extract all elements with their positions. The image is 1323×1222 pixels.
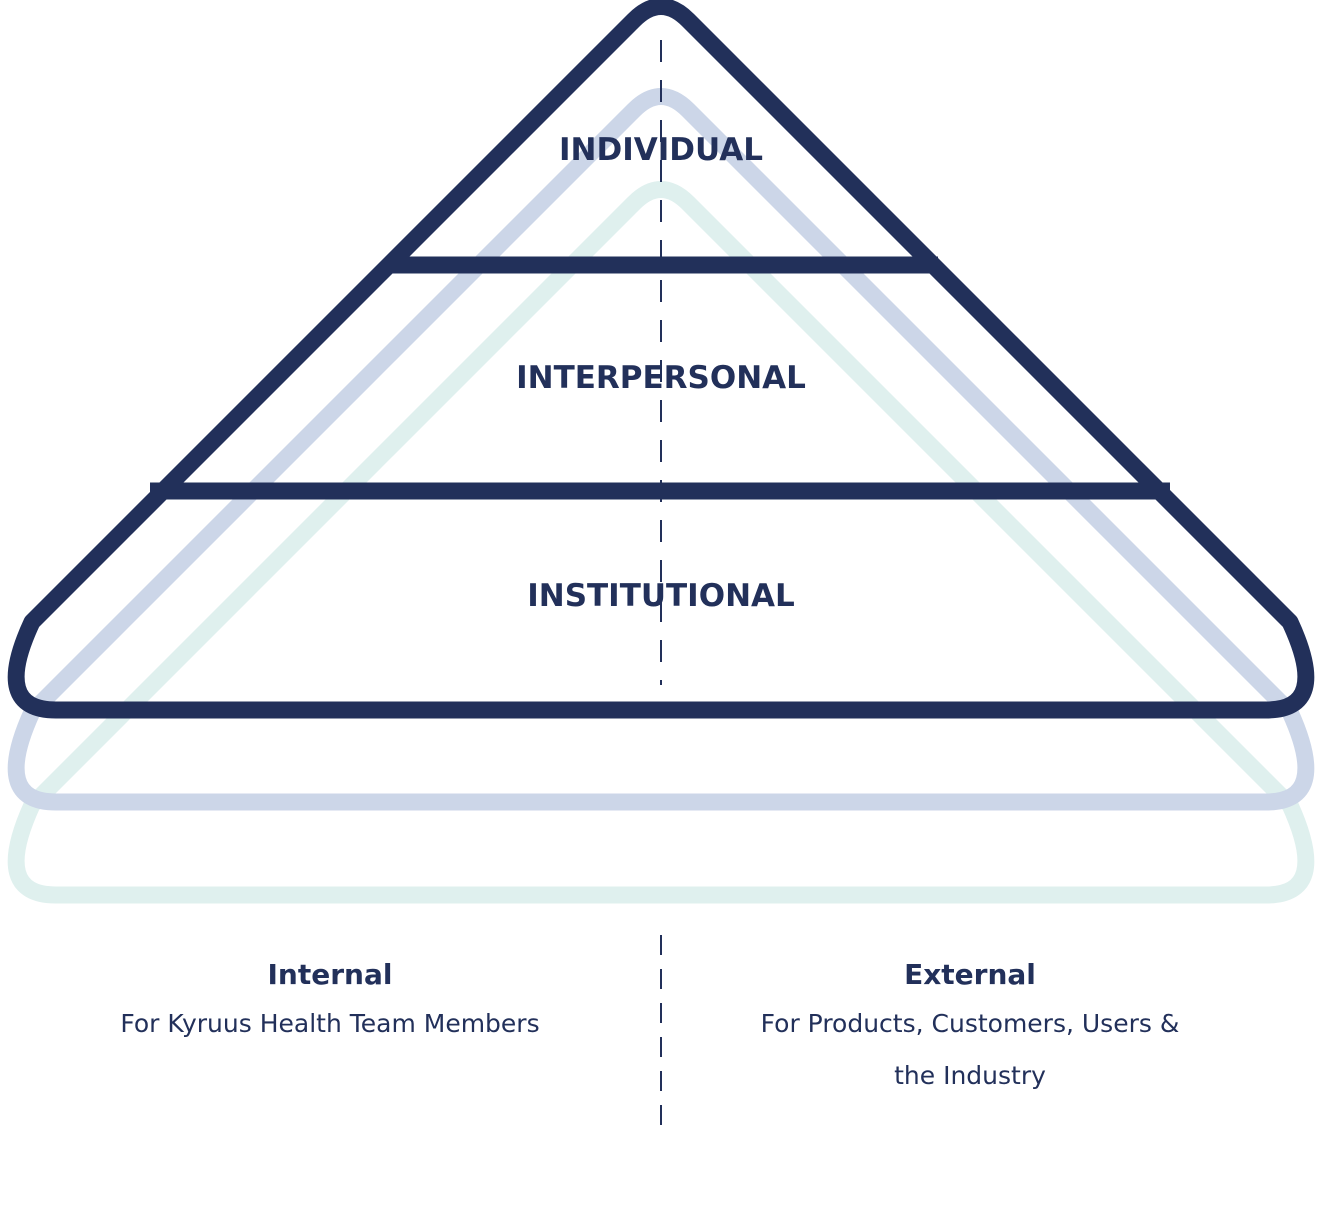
external-title: External xyxy=(904,958,1036,991)
external-description-line1: For Products, Customers, Users & xyxy=(760,1009,1180,1038)
tier-label-institutional: INSTITUTIONAL xyxy=(527,578,795,614)
pyramid-layer-back xyxy=(7,181,1315,904)
internal-column: Internal For Kyruus Health Team Members xyxy=(70,952,590,1050)
internal-title: Internal xyxy=(267,958,393,991)
tier-label-interpersonal: INTERPERSONAL xyxy=(516,360,806,396)
pyramid-layer-front xyxy=(7,0,1315,719)
tier-label-individual: INDIVIDUAL xyxy=(559,132,763,168)
pyramid-layer-middle xyxy=(7,88,1315,811)
external-description-line2: the Industry xyxy=(894,1061,1046,1090)
external-column: External For Products, Customers, Users … xyxy=(700,952,1240,1102)
internal-description: For Kyruus Health Team Members xyxy=(120,1009,540,1038)
